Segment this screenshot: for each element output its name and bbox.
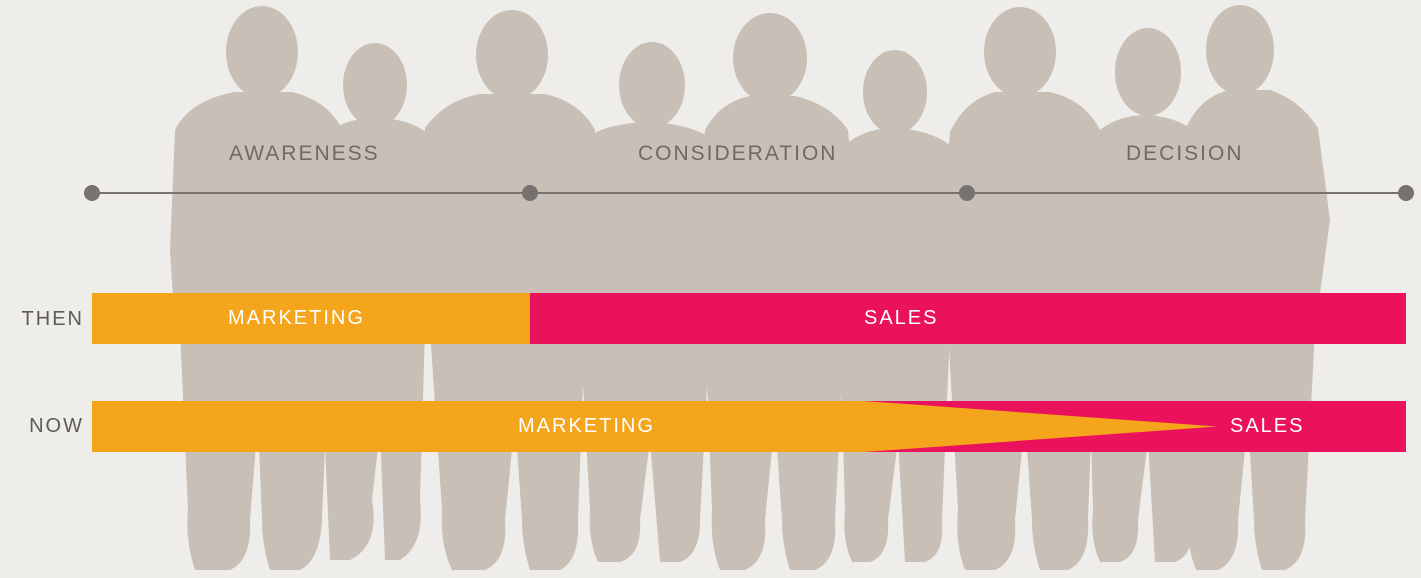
then-sales-bar: SALES [530,293,1406,344]
row-label-now: NOW [29,415,84,437]
now-marketing-wedge [92,401,1217,452]
now-bar [92,401,1406,452]
timeline-node [1398,185,1414,201]
stage-label-consideration: CONSIDERATION [638,142,838,165]
then-marketing-label: MARKETING [228,307,365,329]
timeline-node [522,185,538,201]
then-marketing-bar: MARKETING [92,293,530,344]
stage-label-awareness: AWARENESS [229,142,380,165]
timeline-node [959,185,975,201]
now-marketing-label: MARKETING [518,415,655,437]
now-sales-label: SALES [1230,415,1305,437]
then-sales-label: SALES [864,307,939,329]
row-label-then: THEN [21,308,84,330]
stage-label-decision: DECISION [1126,142,1244,165]
timeline-node [84,185,100,201]
